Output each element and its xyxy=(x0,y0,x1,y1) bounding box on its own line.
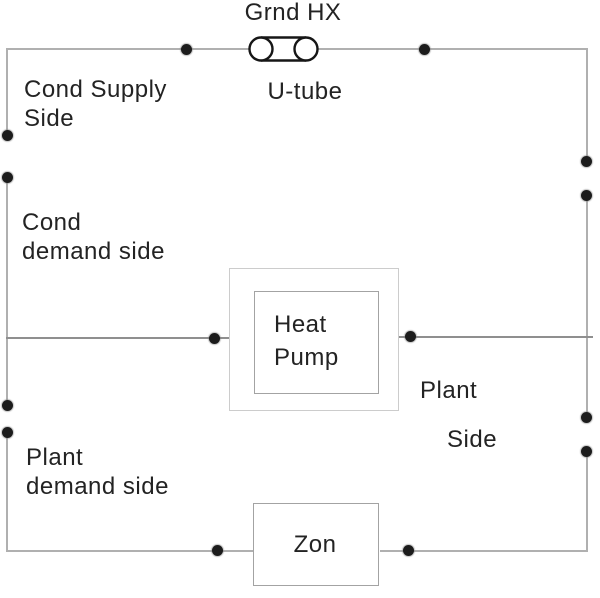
label-zone: Zon xyxy=(293,531,337,558)
junction-dot xyxy=(181,44,192,55)
junction-dot xyxy=(2,400,13,411)
label-cond-supply-side: Cond Supply Side xyxy=(24,76,167,132)
junction-dot xyxy=(581,190,592,201)
junction-dot xyxy=(581,446,592,457)
pipe-right-upper xyxy=(586,48,588,162)
junction-dot xyxy=(581,156,592,167)
label-plant-side-line1: Plant xyxy=(420,377,478,404)
label-grnd-hx: Grnd HX xyxy=(244,0,342,26)
pipe-heatpump-right xyxy=(380,336,593,338)
junction-dot xyxy=(209,333,220,344)
junction-dot xyxy=(581,412,592,423)
label-cond-demand-side: Cond demand side xyxy=(22,209,165,265)
pipe-bottom-left xyxy=(6,550,254,552)
junction-dot xyxy=(419,44,430,55)
pipe-right-lower xyxy=(586,452,588,552)
junction-dot xyxy=(212,545,223,556)
junction-dot xyxy=(2,172,13,183)
zone-box xyxy=(253,503,379,586)
u-tube-icon xyxy=(248,36,319,62)
pipe-left-middle xyxy=(6,179,8,406)
junction-dot xyxy=(2,130,13,141)
label-heat-pump: Heat Pump xyxy=(274,311,339,371)
label-u-tube: U-tube xyxy=(267,78,343,105)
pipe-heatpump-left xyxy=(6,337,255,339)
pipe-left-lower xyxy=(6,433,8,552)
heat-pump-inner-box xyxy=(254,291,379,394)
junction-dot xyxy=(2,427,13,438)
pipe-right-middle xyxy=(586,195,588,418)
pipe-bottom-right xyxy=(380,550,588,552)
junction-dot xyxy=(403,545,414,556)
label-plant-demand-side: Plant demand side xyxy=(26,444,169,500)
pipe-left-upper xyxy=(6,48,8,137)
label-plant-side-line2: Side xyxy=(447,426,498,453)
junction-dot xyxy=(405,331,416,342)
